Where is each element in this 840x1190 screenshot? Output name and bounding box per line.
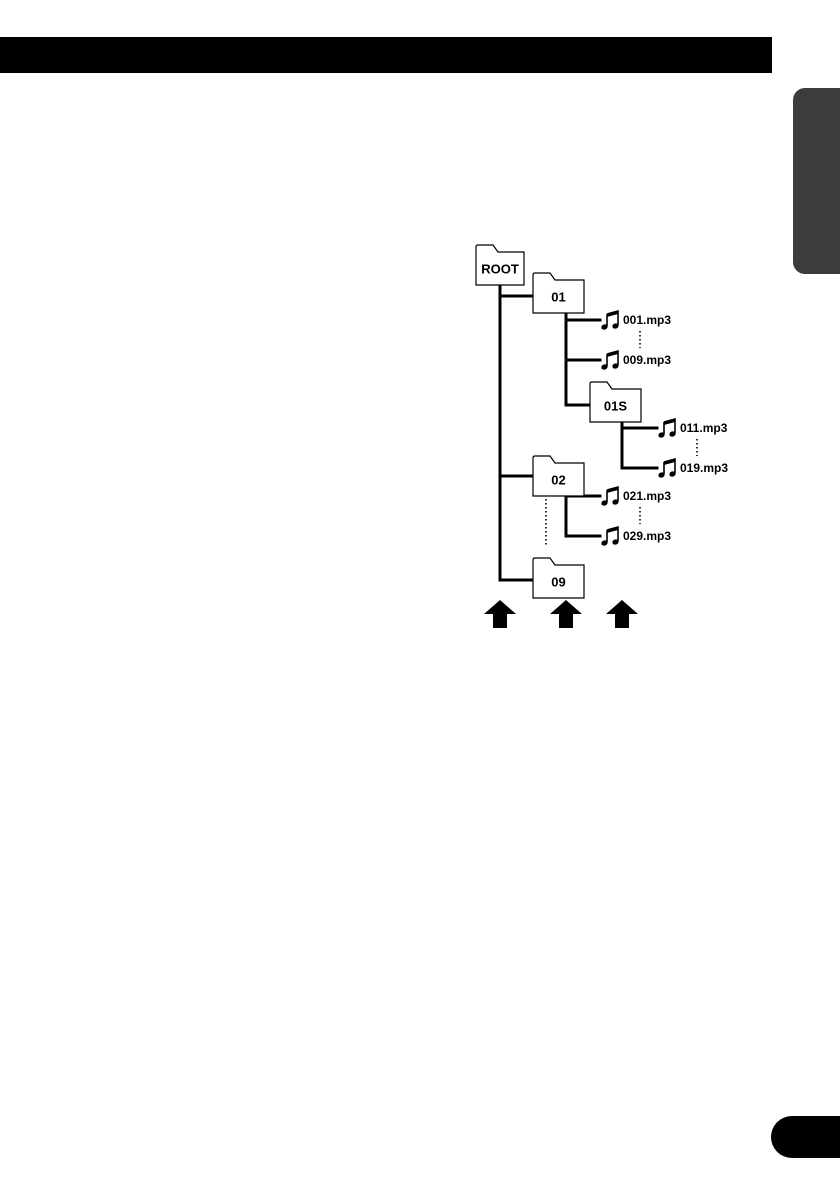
tree-connectors [498,283,659,582]
folder-icon [475,244,525,286]
file-file021: 021.mp3 [601,485,671,506]
music-note-icon [601,309,619,330]
folder-label: ROOT [481,262,519,277]
arrow-up-icon [550,600,582,628]
music-note-icon [658,417,676,438]
file-label: 011.mp3 [680,421,728,435]
folder-root: ROOT [475,244,525,286]
header-bar [0,37,772,73]
arrow-up-icon [484,600,516,628]
folder-label: 01S [604,399,627,414]
file-label: 001.mp3 [623,313,671,327]
file-file019: 019.mp3 [658,457,728,478]
file-label: 029.mp3 [623,529,671,543]
arrow-up-icon [606,600,638,628]
file-label: 009.mp3 [623,353,671,367]
folder-icon [532,557,585,599]
folder-f01s: 01S [589,381,642,423]
files: 001.mp3 009.mp3 011.mp3 019.mp3 021.mp3 029.m… [601,309,728,546]
file-file011: 011.mp3 [658,417,728,438]
folder-label: 02 [551,473,565,488]
folder-label: 09 [551,575,565,590]
folder-f02: 02 [532,455,585,497]
music-note-icon [601,485,619,506]
folder-label: 01 [551,290,565,305]
file-label: 019.mp3 [680,461,728,475]
file-file029: 029.mp3 [601,525,671,546]
music-note-icon [601,349,619,370]
folder-icon [532,272,585,314]
music-note-icon [601,525,619,546]
folder-icon [532,455,585,497]
file-file009: 009.mp3 [601,349,671,370]
folders: ROOT 01 01S 02 09 [475,244,642,599]
level-arrows [484,600,638,628]
folder-f01: 01 [532,272,585,314]
page-number-badge [771,1116,840,1158]
folder-f09: 09 [532,557,585,599]
folder-icon [589,381,642,423]
file-label: 021.mp3 [623,489,671,503]
music-note-icon [658,457,676,478]
section-tab [793,88,840,274]
file-file001: 001.mp3 [601,309,671,330]
ellipsis-dots [545,331,698,546]
